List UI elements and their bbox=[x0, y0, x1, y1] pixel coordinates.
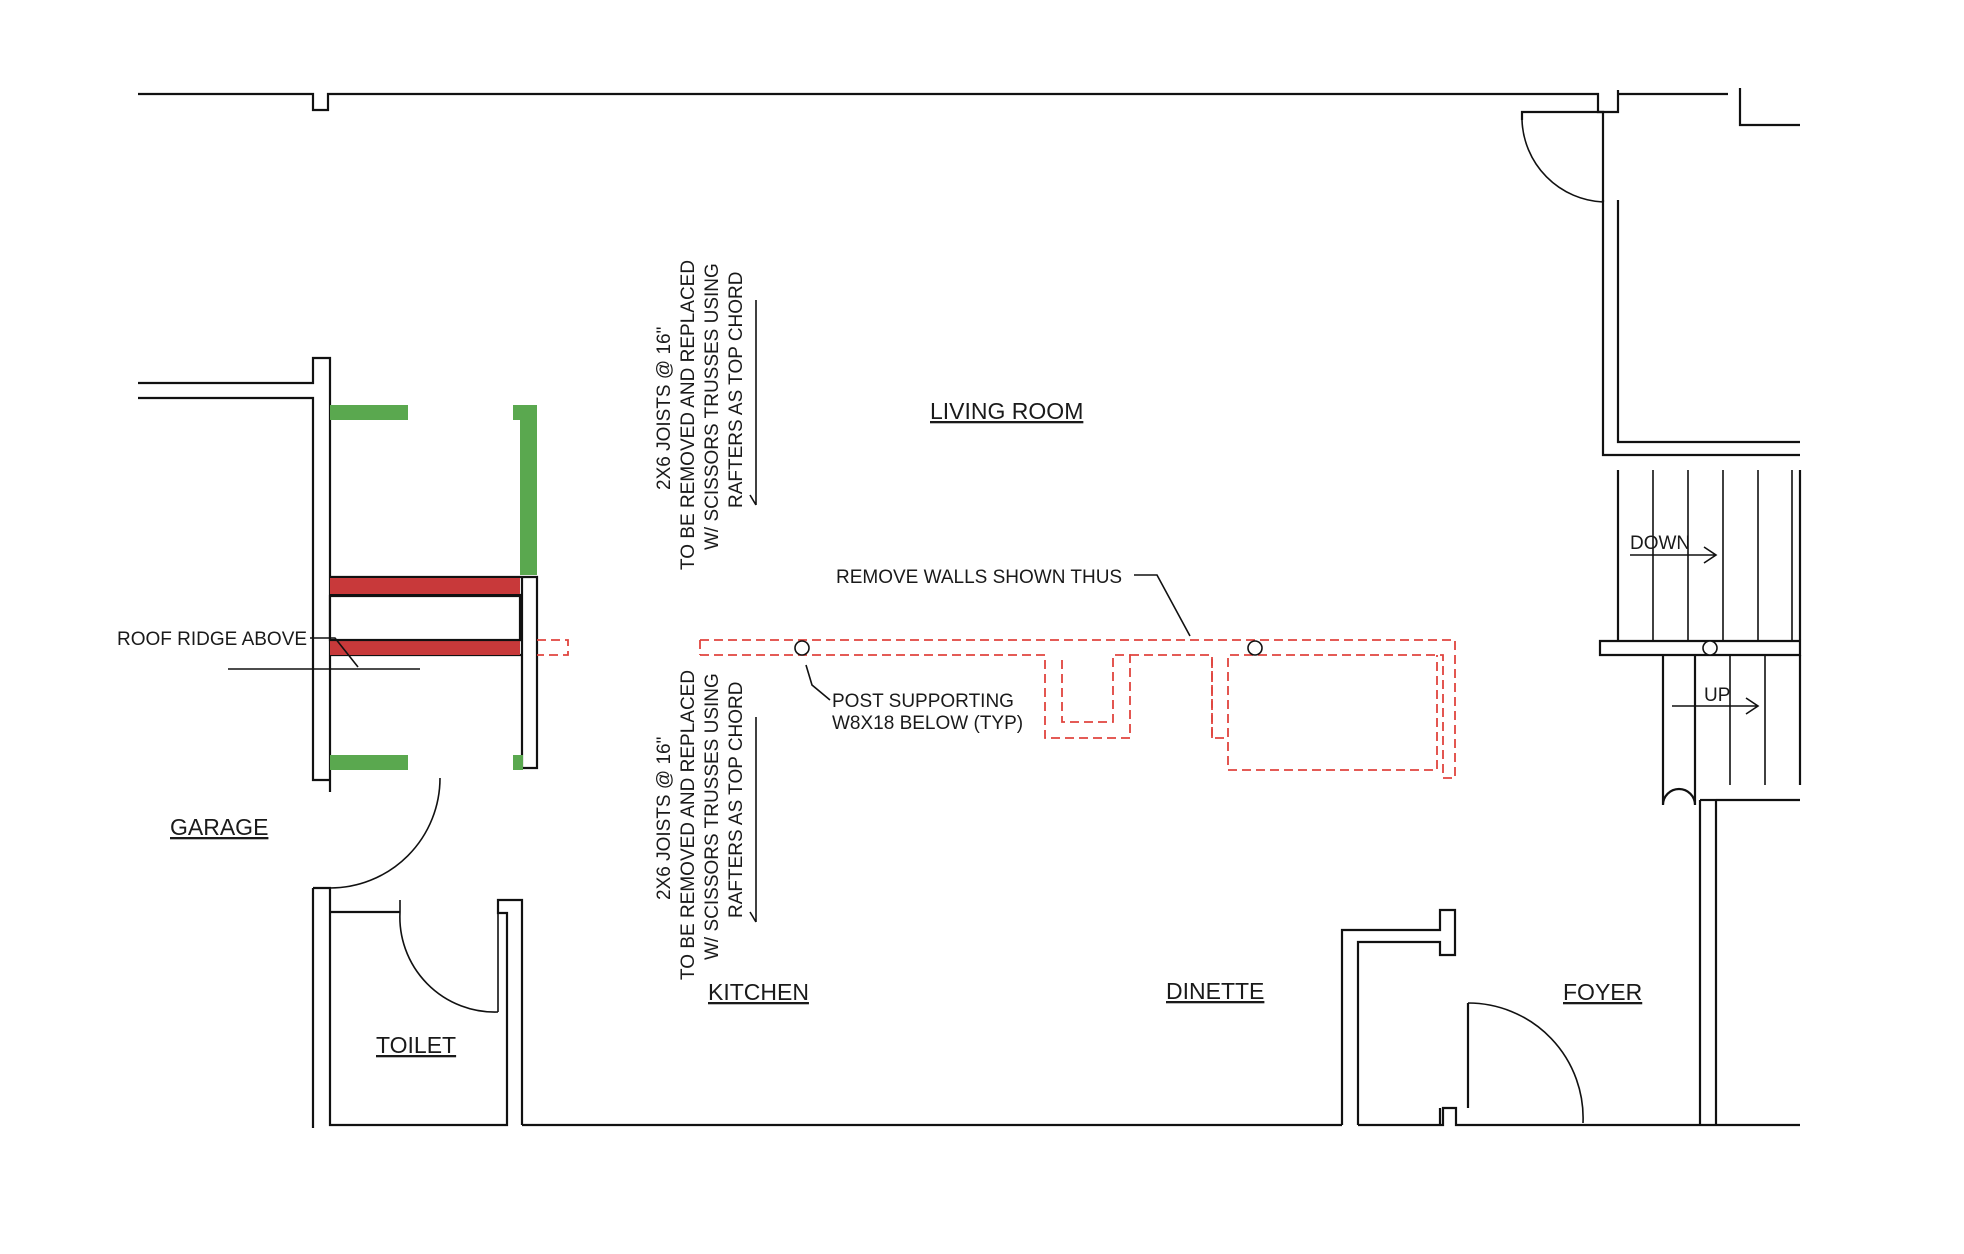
closet-wall bbox=[330, 575, 539, 770]
remove-walls-leader bbox=[1134, 574, 1191, 637]
up-arrow-icon bbox=[1672, 697, 1760, 715]
foyer-top-door bbox=[1520, 110, 1605, 203]
exterior-walls bbox=[138, 88, 1800, 1127]
top-door-swing bbox=[1521, 119, 1604, 203]
foyer-label: FOYER bbox=[1563, 979, 1642, 1005]
down-arrow-icon bbox=[1630, 546, 1718, 564]
bottom-wall bbox=[522, 1106, 1800, 1127]
post-leader bbox=[805, 664, 831, 701]
garage-wall-b bbox=[138, 396, 330, 782]
garage-walls bbox=[138, 356, 539, 792]
new-joist-bottom-right bbox=[513, 755, 523, 770]
demolition-walls bbox=[699, 639, 1456, 779]
joists-lower-line1: 2X6 JOISTS @ 16" bbox=[654, 737, 675, 900]
stairs bbox=[1598, 470, 1802, 806]
joists-upper-line2: TO BE REMOVED AND REPLACED bbox=[678, 260, 699, 570]
right-lower-wall bbox=[1698, 798, 1800, 1125]
joists-upper-line3: W/ SCISSORS TRUSSES USING bbox=[702, 263, 723, 550]
garage-door bbox=[313, 777, 441, 900]
joists-lower-line2: TO BE REMOVED AND REPLACED bbox=[678, 670, 699, 980]
demo-run-right bbox=[700, 639, 1456, 779]
existing-beams bbox=[328, 578, 522, 655]
ridge-leader bbox=[228, 637, 420, 670]
ridge-void bbox=[328, 594, 522, 642]
top-door-frame bbox=[1520, 110, 1605, 202]
stair-sides-upper bbox=[1616, 470, 1802, 640]
new-framing bbox=[330, 405, 537, 770]
garage-wall-a bbox=[138, 356, 332, 780]
post-note-line2: W8X18 BELOW (TYP) bbox=[832, 713, 1023, 734]
post-left bbox=[794, 640, 810, 656]
new-joist-top-left bbox=[330, 405, 408, 420]
stair-post bbox=[1702, 640, 1718, 656]
stair-down-label: DOWN bbox=[1630, 533, 1690, 554]
ridge-beam-upper bbox=[330, 578, 520, 594]
post-right bbox=[1247, 640, 1263, 656]
joists-note-lower: 2X6 JOISTS @ 16" TO BE REMOVED AND REPLA… bbox=[654, 670, 747, 980]
leaders bbox=[228, 574, 1191, 701]
dinette-label: DINETTE bbox=[1166, 978, 1264, 1004]
joists-upper-line1: 2X6 JOISTS @ 16" bbox=[654, 327, 675, 490]
dinette-pier bbox=[1340, 908, 1457, 1125]
stair-up-label: UP bbox=[1704, 685, 1730, 706]
toilet-wall bbox=[328, 898, 524, 1127]
toilet-walls bbox=[311, 888, 524, 1128]
top-wall bbox=[138, 88, 1800, 127]
new-post-right bbox=[520, 405, 537, 575]
joists-note-upper: 2X6 JOISTS @ 16" TO BE REMOVED AND REPLA… bbox=[654, 260, 747, 570]
toilet-label: TOILET bbox=[376, 1032, 456, 1058]
garage-label: GARAGE bbox=[170, 814, 268, 840]
joist-arrow-upper-icon bbox=[749, 300, 757, 506]
joist-arrow-lower-icon bbox=[749, 717, 757, 923]
new-joist-bottom-left bbox=[330, 755, 408, 770]
demo-mid bbox=[1130, 654, 1228, 739]
foyer-door-frame bbox=[1438, 1003, 1470, 1125]
toilet-door-swing bbox=[399, 900, 499, 1013]
roof-ridge-note: ROOF RIDGE ABOVE bbox=[117, 629, 307, 650]
right-upper-wall bbox=[1601, 200, 1800, 457]
living-room-label: LIVING ROOM bbox=[930, 398, 1083, 424]
garage-door-jamb bbox=[313, 886, 332, 900]
stair-landing bbox=[1598, 639, 1802, 657]
remove-walls-note: REMOVE WALLS SHOWN THUS bbox=[836, 567, 1122, 588]
stair-newel bbox=[1661, 655, 1697, 806]
post-note-line1: POST SUPPORTING bbox=[832, 691, 1014, 712]
joist-arrows bbox=[749, 300, 757, 923]
kitchen-label: KITCHEN bbox=[708, 979, 809, 1005]
joists-lower-line3: W/ SCISSORS TRUSSES USING bbox=[702, 673, 723, 960]
ridge-beam-lower bbox=[330, 641, 520, 655]
demo-stub bbox=[537, 639, 569, 656]
garage-door-swing bbox=[329, 777, 441, 889]
interior-walls bbox=[1340, 798, 1716, 1125]
foyer-door-swing bbox=[1467, 1002, 1584, 1124]
joists-lower-line4: RAFTERS AS TOP CHORD bbox=[726, 682, 747, 919]
joists-upper-line4: RAFTERS AS TOP CHORD bbox=[726, 272, 747, 509]
